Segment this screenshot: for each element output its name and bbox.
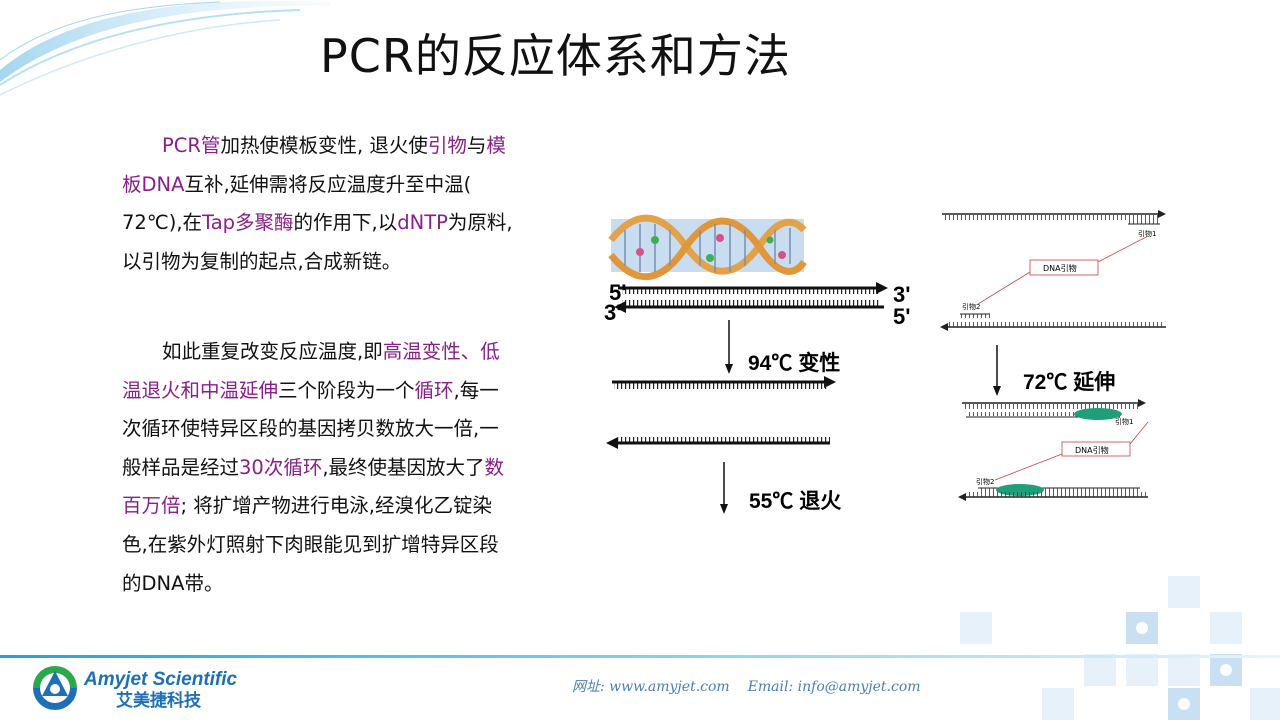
text-segment: 三个阶段为一个 [278,378,415,402]
brand-name: Amyjet Scientific [83,669,238,690]
dna-helix-image [608,214,807,281]
end-label-3-left: 3' [604,300,621,325]
logo-mark-icon [33,666,77,710]
footer-divider [0,655,1280,658]
email-link[interactable]: Email: info@amyjet.com [747,679,921,695]
paragraph-pcr-process: PCR管加热使模板变性, 退火使引物与模板DNA互补,延伸需将反应温度升至中温(… [122,127,517,281]
step-anneal-label: 55℃ 退火 [749,490,841,513]
text-segment: PCR管 [162,134,221,157]
primer1-label: 引物1 [1138,229,1156,238]
corner-decoration [0,0,330,96]
website-link[interactable]: 网址: www.amyjet.com [572,679,730,695]
text-segment: 加热使模板变性, 退火使 [220,134,428,157]
primer2-label-extended: 引物2 [976,477,994,486]
arrowhead [993,386,1001,396]
decorative-tiles [960,576,1280,720]
end-label-5-right: 5' [893,304,910,329]
annealed-template [940,210,1166,331]
text-segment: 为原料,以引物为复制的起点,合成新链。 [122,211,513,273]
primer1-label-extended: 引物1 [1115,417,1133,426]
end-label-3-right: 3' [893,282,910,307]
text-segment: ,最终使基因放大了 [322,455,485,479]
text-segment: 模板DNA [122,134,506,196]
text-segment: Tap多聚酶 [202,211,294,235]
primer2-label: 引物2 [962,302,980,311]
text-segment: 引物 [427,134,467,157]
step-extend-label: 72℃ 延伸 [1023,371,1115,394]
text-segment: dNTP [397,211,448,235]
company-logo: Amyjet Scientific 艾美捷科技 [33,666,238,711]
footer-contact: 网址: www.amyjet.com Email: info@amyjet.com [572,676,921,696]
double-strand-dna [614,282,888,313]
text-segment: 如此重复改变反应温度,即 [162,340,383,363]
text-segment: ; 将扩增产物进行电泳,经溴化乙锭染色,在紫外灯照射下肉眼能见到扩增特异区段的 [122,494,499,595]
text-segment: 30次循环 [239,455,323,479]
pcr-diagram: 5' 3' 3' 5' 94℃ 变性 55℃ 退火 引物1 引物2 DNA引物 [604,210,1166,514]
text-segment: 高温变性、低温退火和中温延伸 [122,340,500,402]
text-segment: 互补,延伸需将反应温度升至中温( 72℃),在 [122,172,472,235]
slide-title: PCR的反应体系和方法 [320,29,791,83]
dna-primer-box-label: DNA引物 [1043,263,1077,273]
text-segment: 数百万倍 [122,455,505,518]
brand-name-cn: 艾美捷科技 [116,690,202,711]
text-segment: DNA [141,571,185,595]
text-segment: ,每一次循环使特异区段的基因拷贝数放大一倍,一般样品是经过 [122,378,499,479]
step-denature-label: 94℃ 变性 [748,351,840,375]
arrowhead [720,504,728,514]
text-segment: 与 [466,134,487,157]
dna-primer-box-label-extended: DNA引物 [1075,445,1109,455]
text-segment: 带。 [184,571,224,595]
end-label-5-left: 5' [609,280,626,305]
single-strand-top [612,376,836,389]
text-segment: 的作用下,以 [293,211,398,235]
paragraph-pcr-cycle: 如此重复改变反应温度,即高温变性、低温退火和中温延伸三个阶段为一个循环,每一次循… [122,333,517,603]
extended-strands [958,399,1149,501]
text-segment: 循环 [414,378,454,402]
arrowhead [725,364,733,374]
single-strand-bottom [606,437,830,449]
